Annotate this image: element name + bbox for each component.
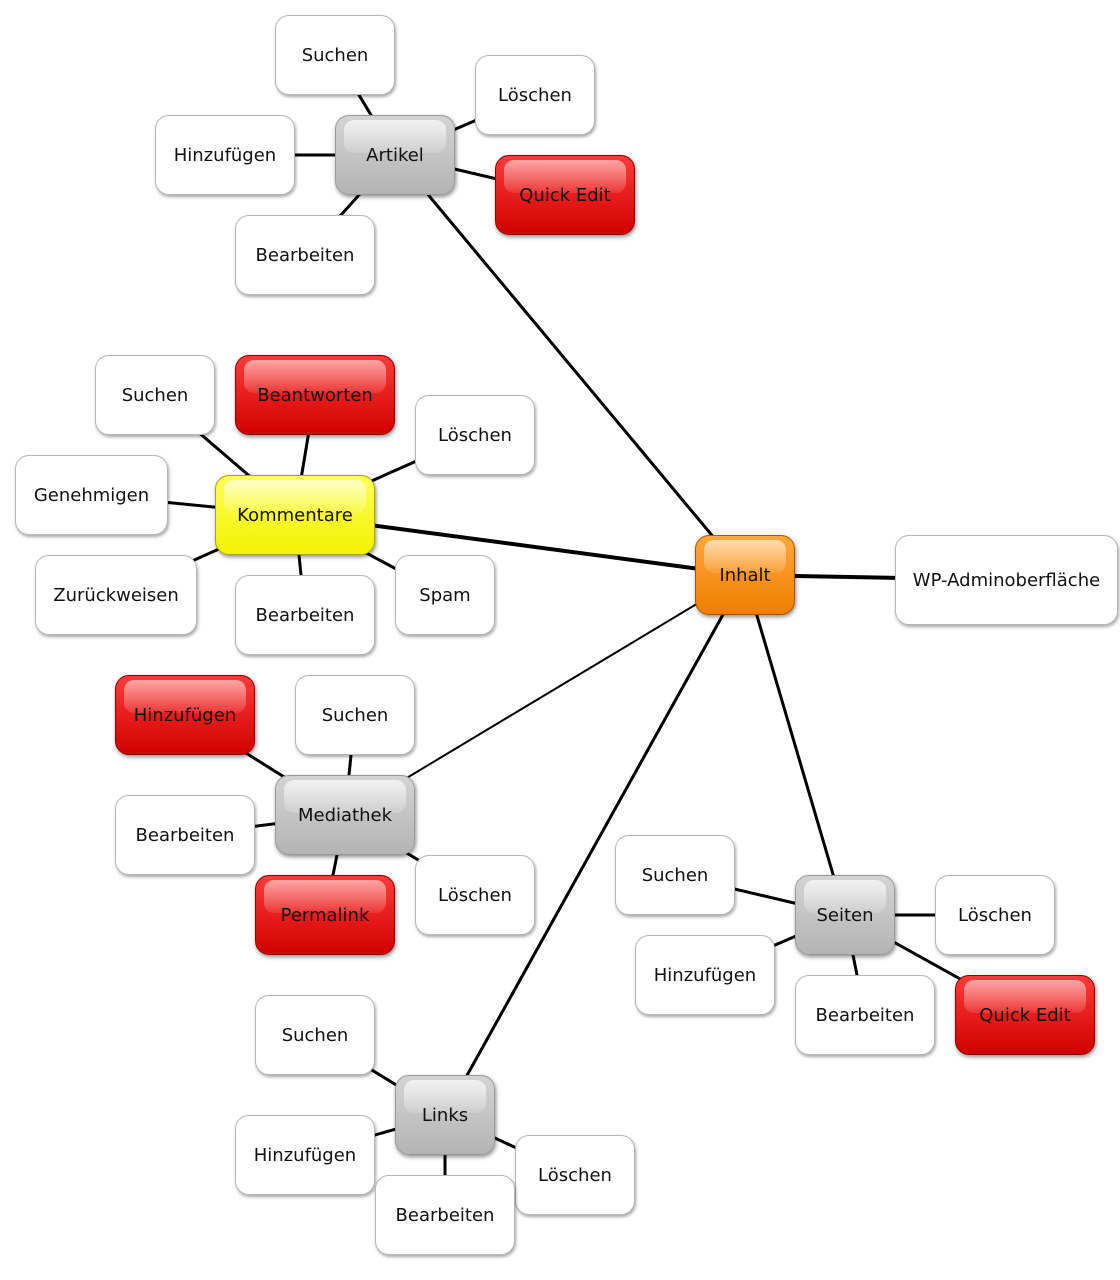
node-links-suchen: Suchen [255,995,375,1075]
node-links-loeschen: Löschen [515,1135,635,1215]
node-label: Links [421,1104,469,1126]
node-mediathek-bearbeiten: Bearbeiten [115,795,255,875]
node-label: Spam [419,584,471,606]
node-label: Bearbeiten [815,1004,915,1026]
node-label: Suchen [301,44,369,66]
node-label: Hinzufügen [653,964,757,986]
node-label: Inhalt [719,564,771,586]
node-links: Links [395,1075,495,1155]
node-label: Suchen [121,384,189,406]
node-kommentare: Kommentare [215,475,375,555]
node-label: Suchen [641,864,709,886]
node-artikel-loeschen: Löschen [475,55,595,135]
connector-inhalt-to-mediathek [344,574,746,816]
node-label: Kommentare [237,504,353,526]
node-mediathek-loeschen: Löschen [415,855,535,935]
node-label: Beantworten [257,384,373,406]
node-mediathek-suchen: Suchen [295,675,415,755]
node-seiten-suchen: Suchen [615,835,735,915]
node-seiten-hinzufuegen: Hinzufügen [635,935,775,1015]
node-artikel-bearbeiten: Bearbeiten [235,215,375,295]
node-artikel-suchen: Suchen [275,15,395,95]
node-label: Löschen [438,884,512,906]
node-kommentare-loeschen: Löschen [415,395,535,475]
node-label: Zurückweisen [53,584,179,606]
node-kommentare-zurueckweisen: Zurückweisen [35,555,197,635]
node-label: Löschen [538,1164,612,1186]
node-label: Seiten [816,904,874,926]
node-label: WP-Adminoberfläche [912,569,1101,591]
node-artikel-quickedit: Quick Edit [495,155,635,235]
node-label: Genehmigen [33,484,150,506]
node-label: Hinzufügen [133,704,237,726]
node-seiten-loeschen: Löschen [935,875,1055,955]
connector-inhalt-to-seiten [743,573,847,917]
node-inhalt: Inhalt [695,535,795,615]
node-seiten: Seiten [795,875,895,955]
node-links-hinzufuegen: Hinzufügen [235,1115,375,1195]
node-label: Quick Edit [979,1004,1071,1026]
node-label: Mediathek [297,804,393,826]
node-label: Bearbeiten [255,604,355,626]
node-label: Hinzufügen [173,144,277,166]
node-label: Bearbeiten [395,1204,495,1226]
node-mediathek-permalink: Permalink [255,875,395,955]
node-seiten-quickedit: Quick Edit [955,975,1095,1055]
node-label: Löschen [438,424,512,446]
node-seiten-bearbeiten: Bearbeiten [795,975,935,1055]
node-label: Löschen [958,904,1032,926]
node-label: Quick Edit [519,184,611,206]
node-label: Suchen [321,704,389,726]
node-links-bearbeiten: Bearbeiten [375,1175,515,1255]
node-kommentare-bearbeiten: Bearbeiten [235,575,375,655]
node-mediathek: Mediathek [275,775,415,855]
node-artikel: Artikel [335,115,455,195]
connector-inhalt-to-links [443,573,747,1117]
node-kommentare-spam: Spam [395,555,495,635]
node-wp: WP-Adminoberfläche [895,535,1118,625]
node-kommentare-genehmigen: Genehmigen [15,455,168,535]
node-label: Permalink [280,904,370,926]
node-kommentare-suchen: Suchen [95,355,215,435]
node-kommentare-beantworten: Beantworten [235,355,395,435]
node-artikel-hinzufuegen: Hinzufügen [155,115,295,195]
node-label: Suchen [281,1024,349,1046]
node-mediathek-hinzufuegen: Hinzufügen [115,675,255,755]
node-label: Bearbeiten [135,824,235,846]
node-label: Hinzufügen [253,1144,357,1166]
node-label: Bearbeiten [255,244,355,266]
node-label: Artikel [366,144,424,166]
connector-inhalt-to-artikel [393,153,747,577]
node-label: Löschen [498,84,572,106]
